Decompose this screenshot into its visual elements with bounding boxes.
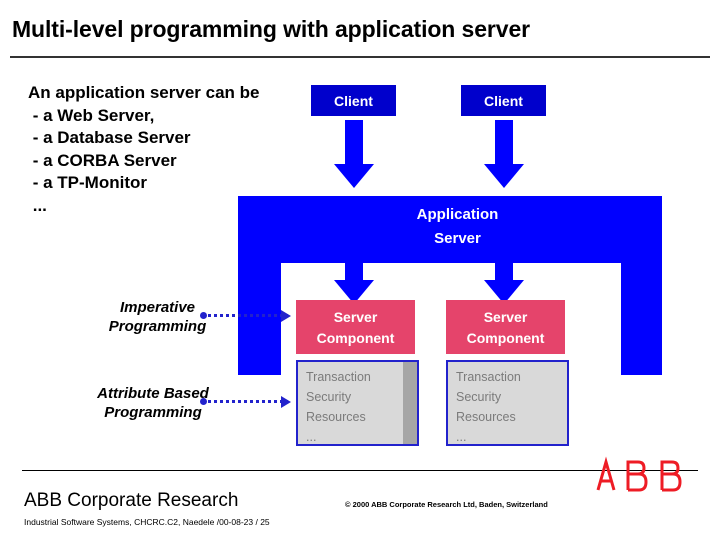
label-attribute-based-programming: Attribute Based Programming: [97, 385, 209, 421]
page-title: Multi-level programming with application…: [12, 16, 531, 42]
transaction-box-2-text: Transaction Security Resources ...: [456, 370, 521, 444]
transaction-box-1: Transaction Security Resources ...: [296, 360, 419, 446]
transaction-box-1-shadow: [403, 362, 417, 444]
arrow-down-server-1-icon: [334, 255, 374, 304]
connector-line-2: [203, 400, 288, 403]
connector-arrow-2-icon: [281, 396, 291, 408]
arrow-down-client-2-icon: [484, 120, 524, 188]
footer-subtitle: Industrial Software Systems, CHCRC.C2, N…: [24, 517, 270, 527]
arrow-down-client-1-icon: [334, 120, 374, 188]
application-server-label: Application Server: [416, 206, 499, 247]
footer-organization: ABB Corporate Research: [24, 490, 239, 511]
client-box-2: Client: [461, 85, 546, 116]
title-divider: [10, 56, 710, 58]
server-component-box-1: Server Component: [296, 300, 415, 354]
server-component-box-2: Server Component: [446, 300, 565, 354]
client-box-1: Client: [311, 85, 396, 116]
transaction-box-1-text: Transaction Security Resources ...: [306, 370, 371, 444]
ellipsis-more-components: ...: [603, 300, 619, 321]
arrow-down-server-2-icon: [484, 255, 524, 304]
bullet-list: An application server can be - a Web Ser…: [28, 83, 260, 215]
label-imperative-programming: Imperative Programming: [108, 299, 207, 335]
connector-arrow-1-icon: [281, 310, 291, 322]
footer-divider: [22, 470, 698, 471]
footer-copyright: © 2000 ABB Corporate Research Ltd, Baden…: [345, 500, 548, 509]
connector-line-1: [203, 314, 288, 317]
abb-logo-icon: [596, 456, 682, 492]
transaction-box-2: Transaction Security Resources ...: [446, 360, 569, 446]
